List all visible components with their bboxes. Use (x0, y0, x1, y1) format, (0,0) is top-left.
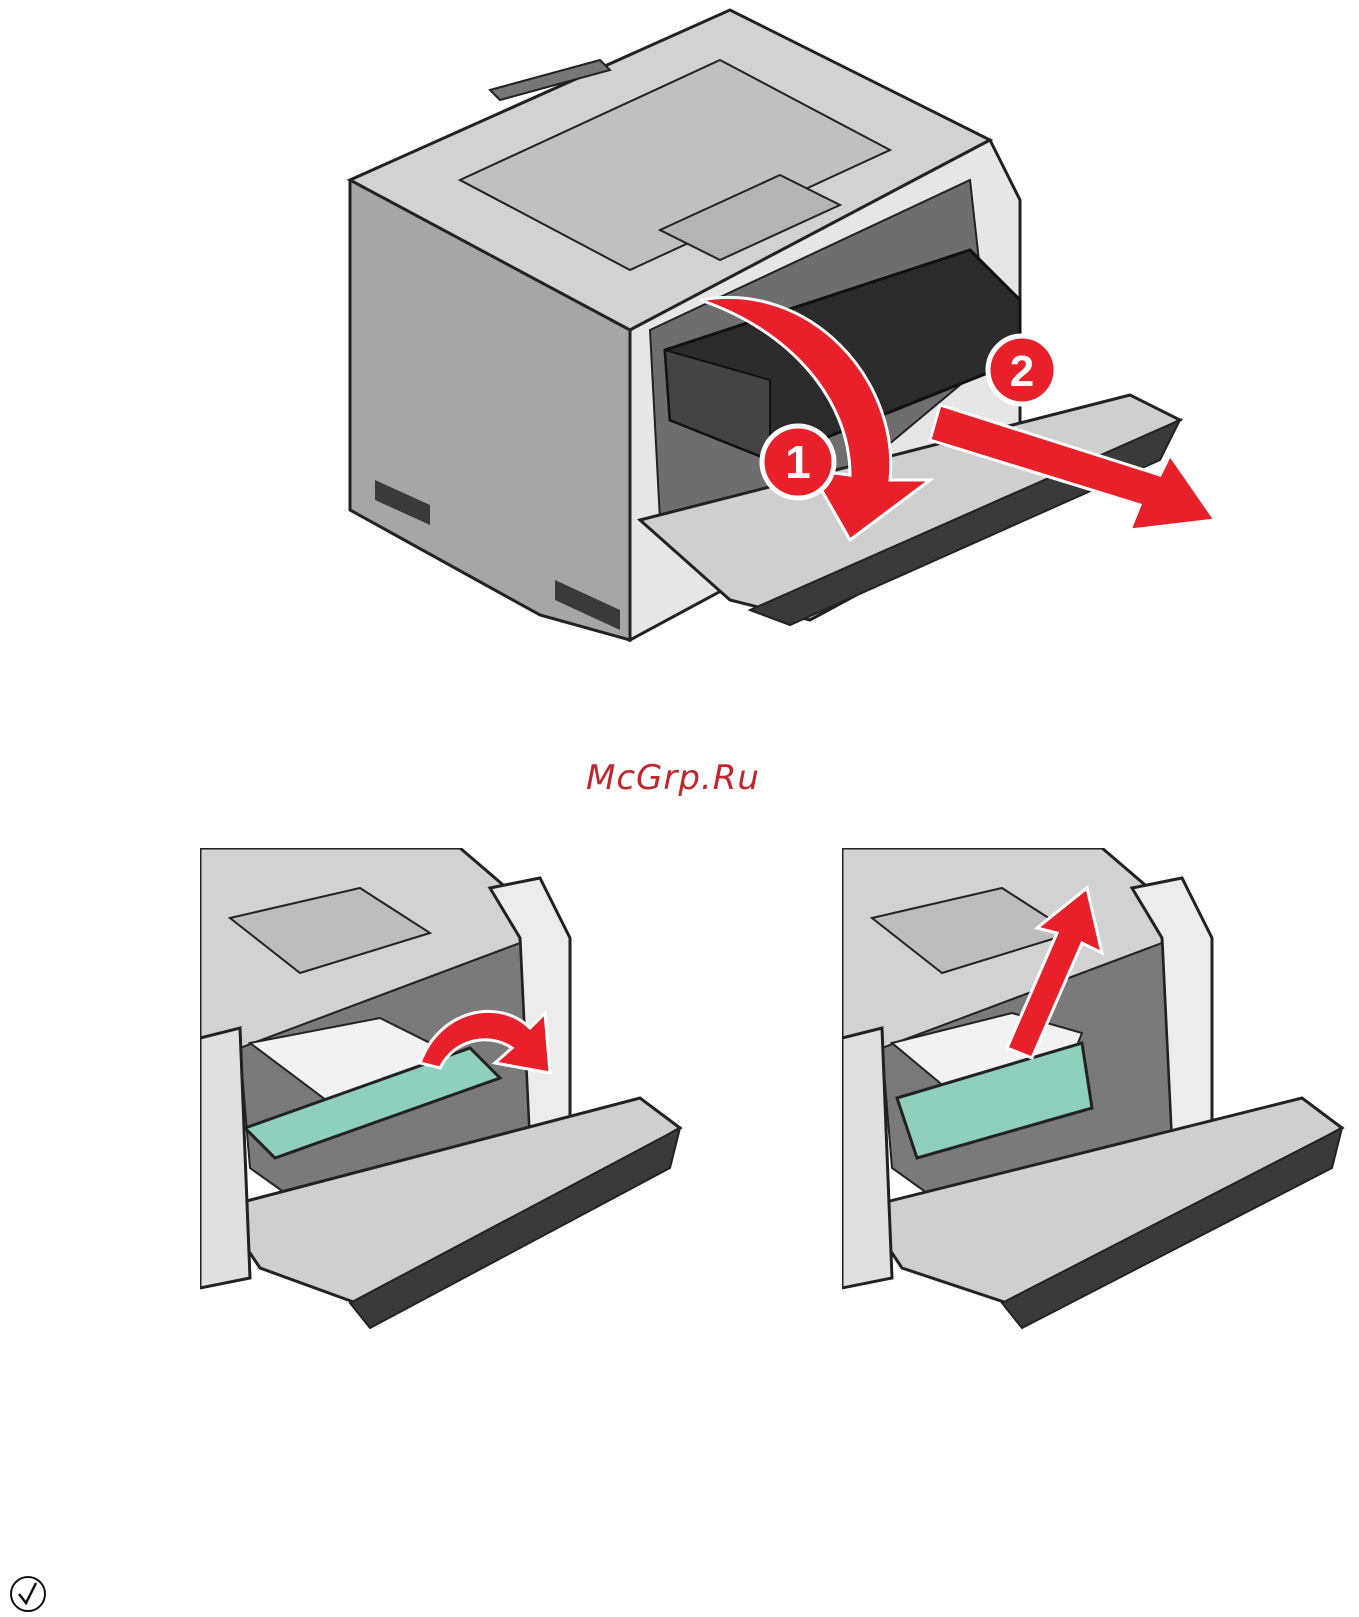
step-1-label: 1 (785, 436, 811, 488)
step-2-label: 2 (1010, 347, 1034, 396)
step-2-badge: 2 (988, 336, 1056, 404)
printer-toner-removal-illustration: 1 2 (330, 0, 1220, 665)
printer-remove-paper-illustration (842, 848, 1358, 1368)
printer-jam-flap-illustration (200, 848, 700, 1368)
watermark-text: McGrp.Ru (586, 758, 796, 808)
step-1-badge: 1 (762, 426, 834, 498)
check-icon (8, 1574, 48, 1614)
